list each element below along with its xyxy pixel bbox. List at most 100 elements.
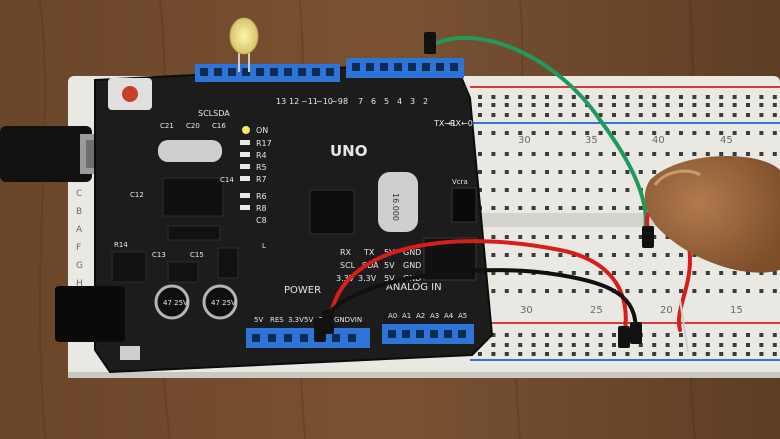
breadboard-hole bbox=[759, 152, 764, 156]
breadboard-hole bbox=[612, 152, 616, 156]
breadboard-hole bbox=[692, 333, 697, 337]
breadboard-hole bbox=[504, 289, 509, 293]
pin-label: 5V bbox=[254, 316, 263, 324]
breadboard-hole bbox=[625, 170, 630, 174]
breadboard-hole bbox=[679, 113, 683, 117]
power-section-label: POWER bbox=[284, 285, 321, 296]
black-wire-ground bbox=[318, 268, 638, 342]
breadboard-hole bbox=[705, 333, 710, 337]
analog-header bbox=[382, 324, 474, 344]
pin-label: ~9 bbox=[331, 97, 343, 106]
breadboard-hole bbox=[746, 95, 750, 99]
breadboard-hole bbox=[585, 131, 590, 135]
component-label: C14 bbox=[220, 176, 234, 184]
breadboard-hole bbox=[585, 271, 590, 275]
breadboard-hole bbox=[598, 131, 603, 135]
breadboard-hole bbox=[504, 333, 509, 337]
pin-label: 13 bbox=[276, 97, 286, 106]
breadboard-hole bbox=[719, 95, 724, 99]
breadboard-hole bbox=[772, 271, 777, 275]
breadboard-hole bbox=[665, 113, 670, 117]
breadboard-hole bbox=[692, 271, 697, 275]
row-letter: F bbox=[76, 243, 81, 253]
breadboard-hole bbox=[692, 289, 697, 293]
breadboard-hole bbox=[558, 170, 563, 174]
breadboard-hole bbox=[478, 103, 482, 107]
breadboard-hole bbox=[612, 271, 616, 275]
breadboard-hole bbox=[571, 352, 576, 356]
breadboard-hole bbox=[732, 131, 737, 135]
led-component bbox=[229, 17, 259, 72]
bb-number: 20 bbox=[660, 305, 673, 316]
breadboard-hole bbox=[638, 95, 643, 99]
breadboard-hole bbox=[571, 152, 576, 156]
bb-number: 40 bbox=[652, 135, 665, 146]
breadboard-hole bbox=[746, 103, 750, 107]
arduino-uno-board: SCLSDA 13 12 ~11 ~10 ~9 8 7 6 5 4 3 2 TX… bbox=[55, 58, 494, 374]
breadboard-hole bbox=[625, 289, 630, 293]
breadboard-hole bbox=[679, 131, 683, 135]
breadboard-hole bbox=[504, 103, 509, 107]
breadboard-hole bbox=[638, 113, 643, 117]
breadboard-hole bbox=[531, 289, 536, 293]
pin-label: 5V bbox=[304, 316, 313, 324]
breadboard-hole bbox=[705, 152, 710, 156]
green-wire bbox=[428, 35, 648, 232]
breadboard-hole bbox=[491, 235, 496, 239]
breadboard-hole bbox=[504, 253, 509, 257]
breadboard-hole bbox=[625, 352, 630, 356]
board-model-label: UNO bbox=[330, 142, 368, 160]
breadboard-hole bbox=[772, 113, 777, 117]
breadboard-hole bbox=[652, 271, 657, 275]
breadboard-hole bbox=[692, 343, 697, 347]
breadboard-hole bbox=[692, 152, 697, 156]
breadboard-hole bbox=[746, 131, 750, 135]
component-label: C15 bbox=[190, 251, 204, 259]
breadboard-hole bbox=[732, 113, 737, 117]
breadboard-hole bbox=[746, 152, 750, 156]
pin-label: SCL bbox=[340, 261, 356, 270]
breadboard-hole bbox=[719, 271, 724, 275]
breadboard-hole bbox=[558, 206, 563, 210]
breadboard-hole bbox=[531, 131, 536, 135]
component-label: L bbox=[262, 242, 266, 250]
breadboard-hole bbox=[665, 103, 670, 107]
breadboard-hole bbox=[558, 343, 563, 347]
breadboard-hole bbox=[518, 271, 523, 275]
breadboard-hole bbox=[478, 131, 482, 135]
breadboard-hole bbox=[585, 152, 590, 156]
breadboard-hole bbox=[491, 333, 496, 337]
breadboard-hole bbox=[732, 95, 737, 99]
breadboard-hole bbox=[558, 271, 563, 275]
pin-label: ~10 bbox=[316, 97, 333, 106]
breadboard-hole bbox=[746, 352, 750, 356]
breadboard-hole bbox=[518, 95, 523, 99]
breadboard-hole bbox=[518, 352, 523, 356]
breadboard-hole bbox=[732, 103, 737, 107]
breadboard-hole bbox=[652, 235, 657, 239]
breadboard-hole bbox=[585, 343, 590, 347]
fingernail bbox=[653, 169, 701, 186]
breadboard-hole bbox=[585, 206, 590, 210]
pin-label: GND bbox=[403, 248, 421, 257]
breadboard-hole bbox=[504, 235, 509, 239]
pin-label: RX←0 bbox=[450, 119, 473, 128]
breadboard-hole bbox=[625, 131, 630, 135]
breadboard-hole bbox=[665, 95, 670, 99]
breadboard-hole bbox=[638, 235, 643, 239]
breadboard-hole bbox=[652, 95, 657, 99]
breadboard-hole bbox=[598, 95, 603, 99]
breadboard-hole bbox=[759, 131, 764, 135]
breadboard-hole bbox=[719, 343, 724, 347]
breadboard-hole bbox=[746, 113, 750, 117]
breadboard-hole bbox=[652, 352, 657, 356]
breadboard-hole bbox=[531, 343, 536, 347]
breadboard-hole bbox=[518, 103, 523, 107]
breadboard-hole bbox=[531, 206, 536, 210]
breadboard-hole bbox=[558, 103, 563, 107]
breadboard-hole bbox=[531, 352, 536, 356]
breadboard-hole bbox=[746, 333, 750, 337]
breadboard-hole bbox=[759, 333, 764, 337]
pin-label: 3.3V bbox=[288, 316, 304, 324]
bb-number: 30 bbox=[520, 305, 533, 316]
